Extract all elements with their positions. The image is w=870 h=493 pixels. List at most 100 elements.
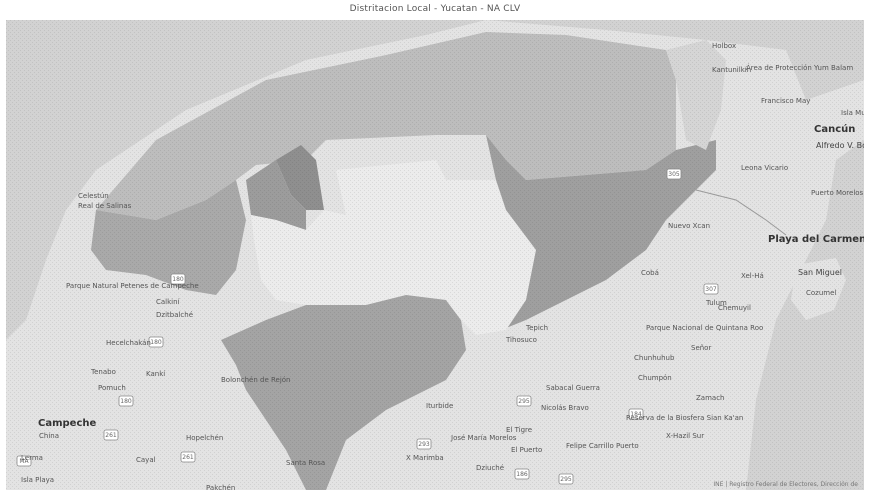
shield-icon [703, 283, 719, 295]
place-label-sabacal: Sabacal Guerra [546, 384, 600, 392]
place-label-puerto-morelos: Puerto Morelos [811, 189, 864, 197]
shield-icon [558, 473, 574, 485]
place-label-real-de-salinas: Real de Salinas [78, 202, 132, 210]
shield-305: 305 [666, 168, 682, 180]
place-label-cancun: Cancún [814, 123, 855, 135]
shield-label: 261 [182, 454, 194, 461]
place-label-ciudad-campeche-ext: Lerma [21, 454, 43, 462]
shield-307: 307 [703, 283, 719, 295]
place-label-kanasin: Santa Rosa [286, 459, 325, 467]
shield-label: 180 [150, 339, 162, 346]
place-label-bolonchen: Bolonchén de Rejón [221, 376, 291, 384]
place-label-los-playa: Isla Playa [21, 476, 54, 484]
shield-180: 180 [148, 336, 164, 348]
place-label-chumpon: Chumpón [638, 374, 672, 382]
place-label-yum-balam: Área de Protección Yum Balam [746, 63, 853, 72]
place-label-coba: Cobá [641, 269, 659, 277]
place-labels: Isla MujeresCancúnAlfredo V. Bonfil Holbo… [21, 42, 864, 490]
shield-label: 184 [630, 411, 642, 418]
shield-261: 261 [180, 451, 196, 463]
shield-icon [416, 438, 432, 450]
grain-overlay [6, 20, 864, 490]
shield-295: 295 [516, 395, 532, 407]
place-label-cozumel: Cozumel [806, 289, 836, 297]
place-label-chunhuhub: Chunhuhub [634, 354, 675, 362]
place-label-alfredo: Alfredo V. Bonfil [816, 141, 864, 150]
place-label-san-miguel: San Miguel [798, 268, 842, 277]
place-label-pomuch: Pomuch [98, 384, 126, 392]
place-label-petenes: Parque Natural Petenes de Campeche [66, 282, 199, 290]
place-label-dziuche: Dziuché [476, 464, 504, 472]
place-label-kantunil2: Nuevo Xcan [668, 222, 710, 230]
place-label-saschen: Señor [691, 344, 711, 352]
place-label-hecelchakan: Hecelchakán [106, 339, 151, 347]
place-label-chemuyil: Chemuyil [718, 304, 751, 312]
shield-icon [103, 429, 119, 441]
place-label-tepich: Tepich [525, 324, 548, 332]
shield-180b: 180 [170, 273, 186, 285]
place-label-isla-mujeres: Isla Mujeres [841, 109, 864, 117]
shield-180c: 180 [118, 395, 134, 407]
shield-icon [16, 455, 32, 467]
place-label-x-mariano: X Marimba [406, 454, 444, 462]
shield-label: MA [19, 458, 29, 465]
shield-icon [514, 468, 530, 480]
place-label-celestun: Celestún [78, 192, 109, 200]
place-label-tihosuco: Tihosuco [505, 336, 537, 344]
shield-label: 295 [560, 476, 572, 483]
place-label-el-tigre: El Tigre [506, 426, 532, 434]
shield-label: 261 [105, 432, 117, 439]
place-label-parque-nacional: Parque Nacional de Quintana Roo [646, 324, 763, 332]
shield-186: 186 [514, 468, 530, 480]
place-label-dzitbalche: Dzitbalché [156, 311, 193, 319]
highway-line [695, 189, 787, 236]
place-label-xpujil: Pakchén [206, 484, 235, 490]
place-label-kanki: Kankí [146, 370, 166, 378]
shield-icon [180, 451, 196, 463]
shield-label: 186 [516, 471, 528, 478]
place-label-cayal: Cayal [136, 456, 156, 464]
shield-label: 295 [518, 398, 530, 405]
shield-icon [148, 336, 164, 348]
place-label-jose-maria: José María Morelos [450, 434, 517, 442]
shield-icon [516, 395, 532, 407]
map-title: Distritacion Local - Yucatan - NA CLV [349, 4, 521, 14]
shield-ma: MA [16, 455, 32, 467]
place-label-leona-vicario: Leona Vicario [741, 164, 788, 172]
shield-label: 305 [668, 171, 680, 178]
shield-293: 293 [416, 438, 432, 450]
shield-icon [628, 408, 644, 420]
place-label-campeche: Campeche [38, 418, 96, 429]
place-label-hopelchen: Hopelchén [186, 434, 223, 442]
place-label-nicolas-bravo: Nicolás Bravo [541, 404, 589, 412]
shield-label: 180 [120, 398, 132, 405]
place-label-playa: Playa del Carmen [768, 234, 864, 245]
shield-295b: 295 [558, 473, 574, 485]
place-label-kantunilkin: Kantunilkín [712, 66, 751, 74]
map-attribution: INE | Registro Federal de Electores, Dir… [713, 481, 858, 488]
shield-184: 184 [628, 408, 644, 420]
place-label-tenabo: Tenabo [90, 368, 116, 376]
place-label-calkini: Calkiní [156, 298, 181, 306]
shield-label: 180 [172, 276, 184, 283]
shield-icon [118, 395, 134, 407]
shield-261b: 261 [103, 429, 119, 441]
place-label-china: China [39, 432, 59, 440]
place-label-felipe-carrillo: Felipe Carrillo Puerto [566, 442, 639, 450]
place-label-zamach: Zamach [696, 394, 724, 402]
shield-icon [170, 273, 186, 285]
place-label-x-hazil: X-Hazil Sur [666, 432, 704, 440]
place-label-reserva-sian: Reserva de la Biosfera Sian Ka'an [626, 414, 743, 422]
place-label-holbox: Holbox [712, 42, 736, 50]
place-label-el-puerto: El Puerto [511, 446, 542, 454]
place-label-iturbide: Iturbide [426, 402, 453, 410]
place-label-tulum: Tulum [705, 299, 727, 307]
shield-label: 293 [418, 441, 430, 448]
shield-icon [666, 168, 682, 180]
shield-label: 307 [705, 286, 717, 293]
place-label-francisco-may: Francisco May [761, 97, 810, 105]
place-label-tulum-area: Xel-Há [741, 272, 764, 280]
